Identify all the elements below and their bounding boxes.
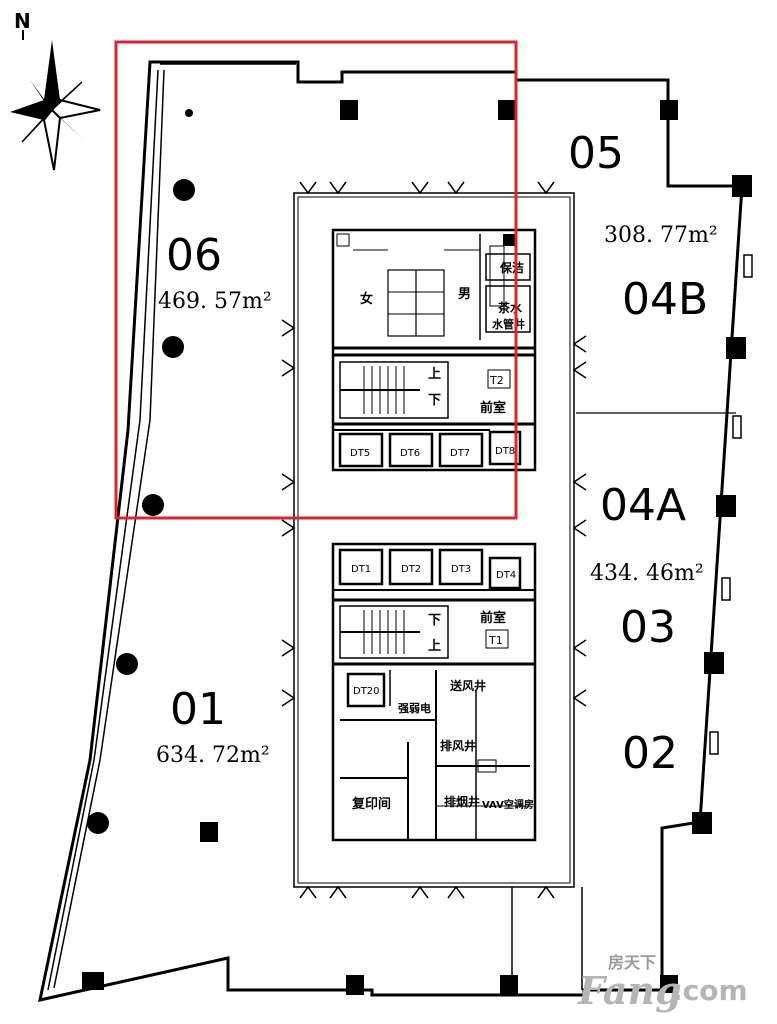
watermark-domain-text: .com [672, 974, 748, 1007]
elevator-label: DT3 [451, 564, 471, 575]
stair-id-label: T2 [489, 374, 504, 387]
unit-01-label: 01 [170, 684, 226, 735]
unit-02-label: 02 [622, 728, 678, 779]
stair-id-label: T1 [488, 634, 503, 647]
north-compass-icon: N [10, 9, 101, 171]
female-restroom-label: 女 [360, 291, 373, 307]
elevator-group-top [338, 430, 522, 468]
facade-windows [709, 254, 753, 755]
unit-04b-label: 04B [622, 274, 708, 325]
stair-up-label: 上 [428, 639, 441, 654]
lobby-label: 前室 [480, 610, 506, 626]
smoke-shaft-label: 排烟井 [444, 794, 480, 809]
air-supply-shaft-label: 送风井 [449, 678, 486, 693]
stair-down-label: 下 [428, 613, 441, 628]
elevator-label: DT2 [401, 564, 421, 575]
elevator-label: DT1 [351, 564, 371, 575]
building-outline [38, 60, 744, 1002]
water-well-label: 水管井 [492, 317, 525, 331]
electrical-room-label: 强弱电 [398, 701, 431, 715]
elevator-label: DT5 [350, 448, 370, 459]
core-bottom: DT1 DT2 DT3 DT4 下 上 前室 T1 DT20 强弱电 送风井 排… [331, 542, 537, 842]
elevator-label: DT4 [496, 570, 516, 581]
core-top: 女 男 保洁 茶水 水管井 上 下 T2 前室 DT5 DT6 DT7 DT8 [331, 228, 537, 472]
unit-06-area: 469. 57m² [158, 289, 272, 314]
vav-room-label: VAV空调房 [482, 798, 534, 811]
north-label: N [14, 9, 31, 33]
elevator-label: DT8 [495, 446, 515, 457]
elevator-group-bottom [338, 548, 522, 590]
fang-watermark-logo: 房天下 Fang .com [577, 953, 748, 1013]
watermark-brand-text: Fang [577, 968, 682, 1013]
unit-04a-area: 434. 46m² [590, 561, 704, 586]
watermark-top-text: 房天下 [608, 953, 656, 972]
core-door-notches [281, 181, 587, 899]
columns [82, 100, 752, 995]
core-boundary [293, 192, 575, 888]
highlight-unit-06 [114, 40, 518, 520]
tea-room-label: 茶水 [497, 300, 523, 315]
exhaust-shaft-label: 排风井 [440, 738, 476, 753]
cleaning-room-label: 保洁 [499, 260, 524, 275]
stair-down-label: 下 [428, 393, 441, 408]
unit-05-label: 05 [568, 128, 624, 179]
unit-01-area: 634. 72m² [156, 743, 270, 768]
freight-elevator-label: DT20 [353, 686, 380, 697]
lobby-label: 前室 [480, 400, 506, 416]
male-restroom-label: 男 [458, 287, 471, 302]
unit-06-label: 06 [166, 230, 222, 281]
elevator-label: DT7 [450, 448, 470, 459]
stair-up-label: 上 [428, 367, 441, 382]
unit-04a-label: 04A [600, 480, 686, 531]
unit-03-label: 03 [620, 602, 676, 653]
unit-04b-area: 308. 77m² [604, 223, 718, 248]
copy-room-label: 复印间 [351, 796, 391, 812]
elevator-label: DT6 [400, 448, 420, 459]
